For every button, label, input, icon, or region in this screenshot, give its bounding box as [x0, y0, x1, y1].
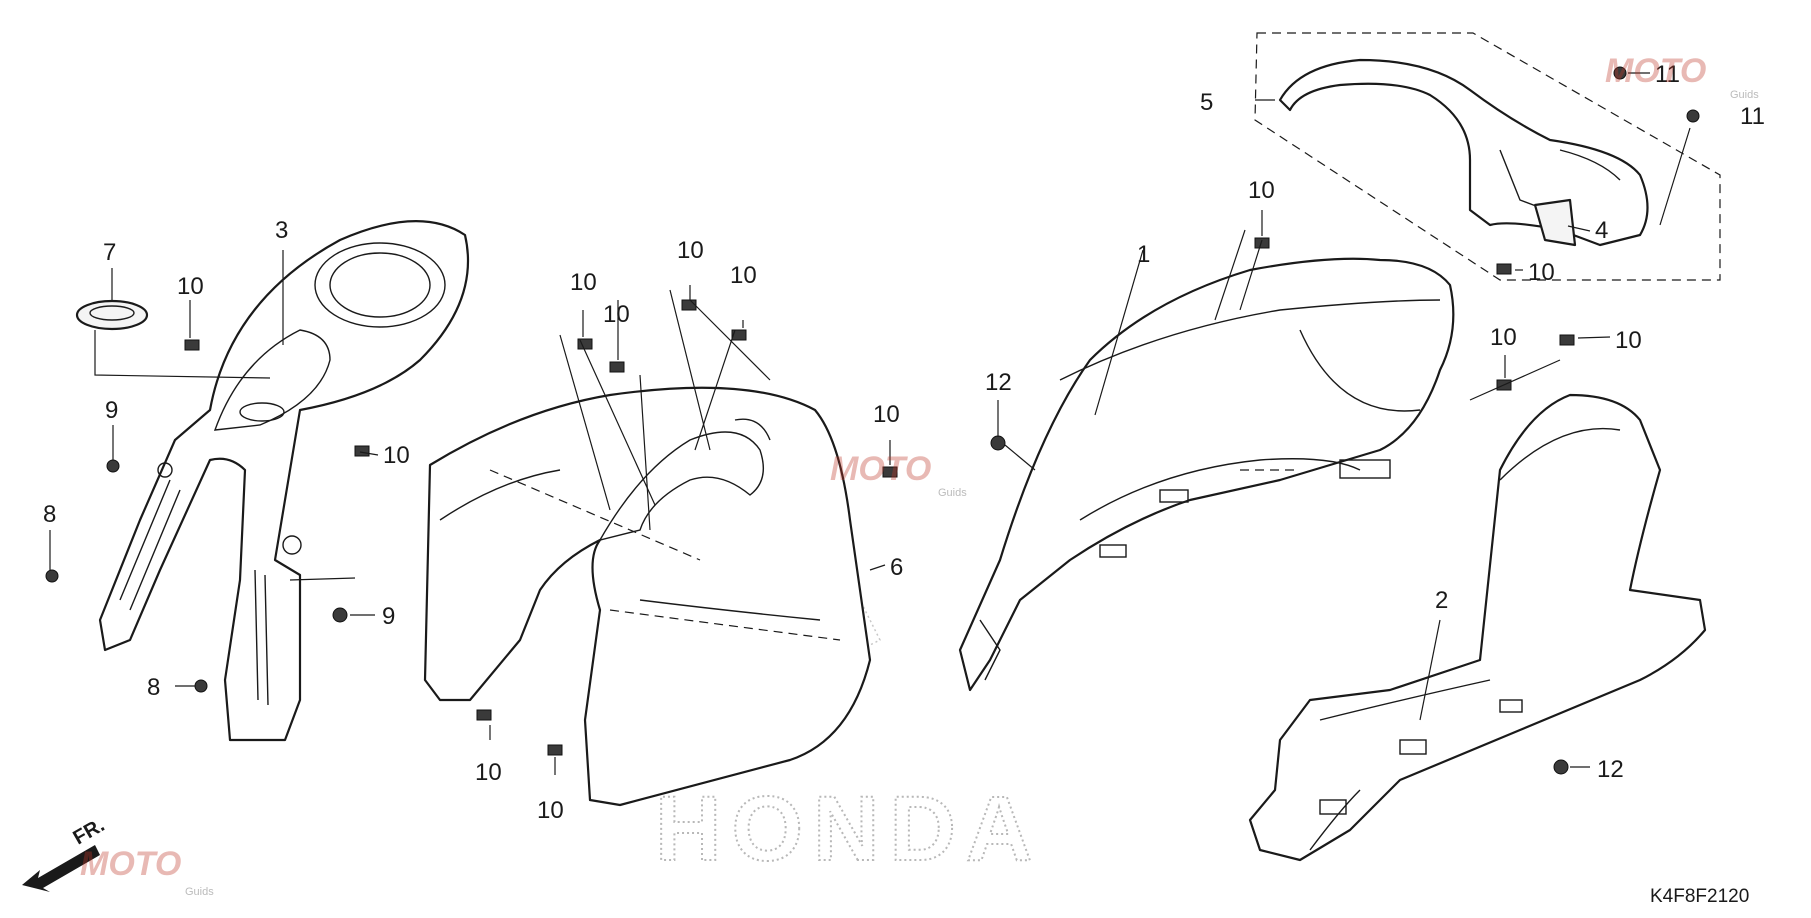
clip-10[interactable]: [184, 339, 200, 351]
site-watermark-bottom: MOTO Guids: [80, 845, 214, 898]
callout-6[interactable]: 6: [890, 554, 903, 581]
watermark-logo-text: MOTO: [1605, 52, 1706, 90]
callout-7[interactable]: 7: [103, 239, 116, 266]
callout-10d[interactable]: 10: [603, 301, 630, 328]
callout-12a[interactable]: 12: [985, 369, 1012, 396]
watermark-sub-text: Guids: [185, 886, 214, 898]
watermark-sub-text: Guids: [1730, 89, 1759, 101]
callout-10g[interactable]: 10: [873, 401, 900, 428]
callout-1[interactable]: 1: [1137, 241, 1150, 268]
screw-11[interactable]: [1613, 66, 1627, 80]
site-watermark-top: MOTO Guids: [1605, 52, 1759, 101]
fasteners: [45, 66, 1700, 775]
nut-9[interactable]: [332, 607, 348, 623]
screw-11[interactable]: [1686, 109, 1700, 123]
grommet-12[interactable]: [1553, 759, 1569, 775]
part-6-side-cover-left[interactable]: [423, 386, 872, 807]
callout-10m[interactable]: 10: [1490, 324, 1517, 351]
callout-10l[interactable]: 10: [1615, 327, 1642, 354]
clip-10[interactable]: [882, 466, 898, 478]
callout-10f[interactable]: 10: [730, 262, 757, 289]
part-5-inner-cover[interactable]: [1278, 58, 1649, 247]
callout-8a[interactable]: 8: [43, 501, 56, 528]
watermark-sub-text: Guids: [938, 487, 967, 499]
clip-10[interactable]: [547, 744, 563, 756]
callout-9b[interactable]: 9: [382, 603, 395, 630]
bolt-8[interactable]: [194, 679, 208, 693]
bolt-8[interactable]: [45, 569, 59, 583]
callout-10i[interactable]: 10: [537, 797, 564, 824]
callout-10j[interactable]: 10: [1248, 177, 1275, 204]
callout-2[interactable]: 2: [1435, 587, 1448, 614]
part-7-grommet[interactable]: [75, 299, 149, 331]
callout-8b[interactable]: 8: [147, 674, 160, 701]
clip-10[interactable]: [577, 338, 593, 350]
callout-10b[interactable]: 10: [383, 442, 410, 469]
part-2-lower-cover[interactable]: [1248, 393, 1707, 862]
part-4-label-plate[interactable]: [1533, 198, 1577, 247]
callout-3[interactable]: 3: [275, 217, 288, 244]
part-1-main-cover[interactable]: [958, 257, 1455, 692]
part-3-upper-cover[interactable]: [98, 220, 470, 742]
callout-11a[interactable]: 11: [1655, 61, 1680, 88]
leader-lines: [49, 72, 1691, 775]
callout-10a[interactable]: 10: [177, 273, 204, 300]
honda-background-logo: HONDA: [638, 519, 1042, 881]
clip-10[interactable]: [476, 709, 492, 721]
clip-10[interactable]: [354, 445, 370, 457]
clip-10[interactable]: [1254, 237, 1270, 249]
part-5-assembly-box: [1254, 32, 1721, 281]
callout-4[interactable]: 4: [1595, 217, 1608, 244]
clip-10[interactable]: [1496, 263, 1512, 275]
site-watermark-middle: MOTO Guids: [830, 450, 967, 499]
clip-10[interactable]: [681, 299, 697, 311]
clip-10[interactable]: [609, 361, 625, 373]
callout-10c[interactable]: 10: [570, 269, 597, 296]
screw-9[interactable]: [106, 459, 120, 473]
callout-10h[interactable]: 10: [475, 759, 502, 786]
watermark-logo-text: MOTO: [80, 845, 181, 883]
callout-12b[interactable]: 12: [1597, 756, 1624, 783]
callout-11b[interactable]: 11: [1740, 103, 1765, 130]
diagram-code: K4F8F2120: [1650, 886, 1749, 907]
callout-10e[interactable]: 10: [677, 237, 704, 264]
callout-5[interactable]: 5: [1200, 89, 1213, 116]
callout-numbers: 1 2 3 4 5 6 7 8 8 9 9 10 10 10 10 10 10 …: [43, 61, 1765, 824]
grommet-12[interactable]: [990, 435, 1006, 451]
clip-10[interactable]: [731, 329, 747, 341]
callout-9a[interactable]: 9: [105, 397, 118, 424]
honda-watermark-text: HONDA: [655, 778, 1042, 880]
clip-10[interactable]: [1559, 334, 1575, 346]
callout-10k[interactable]: 10: [1528, 259, 1555, 286]
watermark-logo-text: MOTO: [830, 450, 931, 488]
